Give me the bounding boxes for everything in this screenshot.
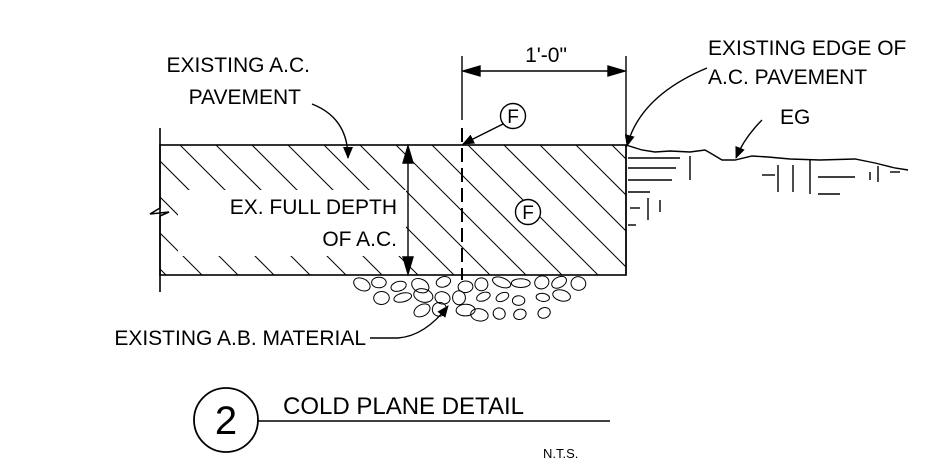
- svg-text:F: F: [522, 203, 534, 224]
- eg-label: EG: [780, 106, 810, 129]
- material-tag-top: F: [499, 102, 527, 130]
- ab-material-aggregate: [353, 275, 587, 322]
- svg-text:F: F: [507, 107, 519, 128]
- existing-ac-label-line1: EXISTING A.C.: [166, 54, 310, 77]
- detail-title: COLD PLANE DETAIL: [283, 393, 524, 420]
- full-depth-label-line1: EX. FULL DEPTH: [230, 196, 397, 219]
- full-depth-label-mask: [178, 190, 406, 256]
- break-line: [149, 128, 170, 292]
- one-foot-dimension: [460, 56, 628, 138]
- detail-number: 2: [215, 399, 237, 443]
- existing-ac-label-line2: PAVEMENT: [189, 86, 302, 109]
- detail-title-block: 2 COLD PLANE DETAIL N.T.S.: [193, 387, 610, 461]
- existing-ground: [625, 144, 909, 275]
- full-depth-dimension: [402, 143, 414, 277]
- full-depth-label-line2: OF A.C.: [322, 228, 397, 251]
- detail-scale: N.T.S.: [543, 446, 578, 461]
- existing-edge-label-line2: A.C. PAVEMENT: [708, 66, 867, 89]
- detail-number-bubble: [193, 387, 259, 453]
- material-tag-center: F: [514, 198, 542, 226]
- leaders: [311, 67, 763, 339]
- dimension-label: 1'-0": [525, 44, 567, 67]
- existing-edge-label-line1: EXISTING EDGE OF: [708, 37, 906, 60]
- ab-material-label: EXISTING A.B. MATERIAL: [114, 327, 366, 350]
